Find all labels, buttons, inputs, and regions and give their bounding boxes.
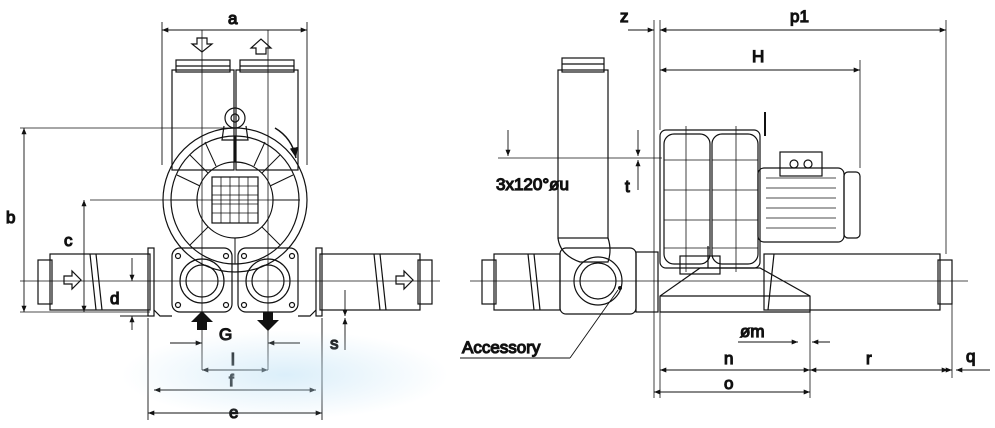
label-z: z (620, 7, 629, 26)
silencer-in-arrow-icon (63, 269, 82, 291)
label-t: t (625, 177, 630, 196)
label-H: H (752, 47, 764, 66)
terminal-box (779, 151, 823, 177)
blower-side-body (659, 126, 761, 272)
side-pipe-right (763, 253, 953, 311)
front-view (20, 22, 440, 420)
flow-in-arrow-icon (190, 37, 214, 53)
side-silencer-right (298, 247, 433, 317)
label-hole-pattern: 3x120°øu (496, 175, 569, 194)
label-f: f (229, 371, 234, 390)
motor (757, 112, 861, 243)
label-e: e (229, 403, 238, 422)
label-q: q (966, 347, 975, 366)
top-filter-left (171, 59, 235, 171)
label-accessory: Accessory (462, 338, 541, 357)
label-r: r (866, 349, 872, 368)
label-l: l (231, 350, 235, 369)
label-G: G (219, 325, 232, 344)
label-c: c (64, 231, 73, 250)
label-d: d (110, 289, 119, 308)
top-filter-right (235, 59, 299, 171)
label-p1: p1 (790, 7, 809, 26)
side-pipe-left (481, 253, 561, 311)
label-b: b (6, 208, 15, 227)
lifting-eye (224, 107, 246, 129)
label-s: s (330, 334, 339, 353)
silencer-out-arrow-icon (395, 269, 414, 291)
vertical-filter (557, 57, 611, 263)
label-n: n (724, 349, 733, 368)
rotation-arrow-icon (274, 127, 299, 159)
label-a: a (228, 9, 238, 28)
label-om: øm (740, 322, 765, 341)
flow-out-arrow-icon (249, 38, 273, 55)
side-silencer-left (37, 247, 172, 317)
label-o: o (724, 374, 733, 393)
base-stand (659, 246, 811, 313)
side-view (460, 20, 990, 398)
